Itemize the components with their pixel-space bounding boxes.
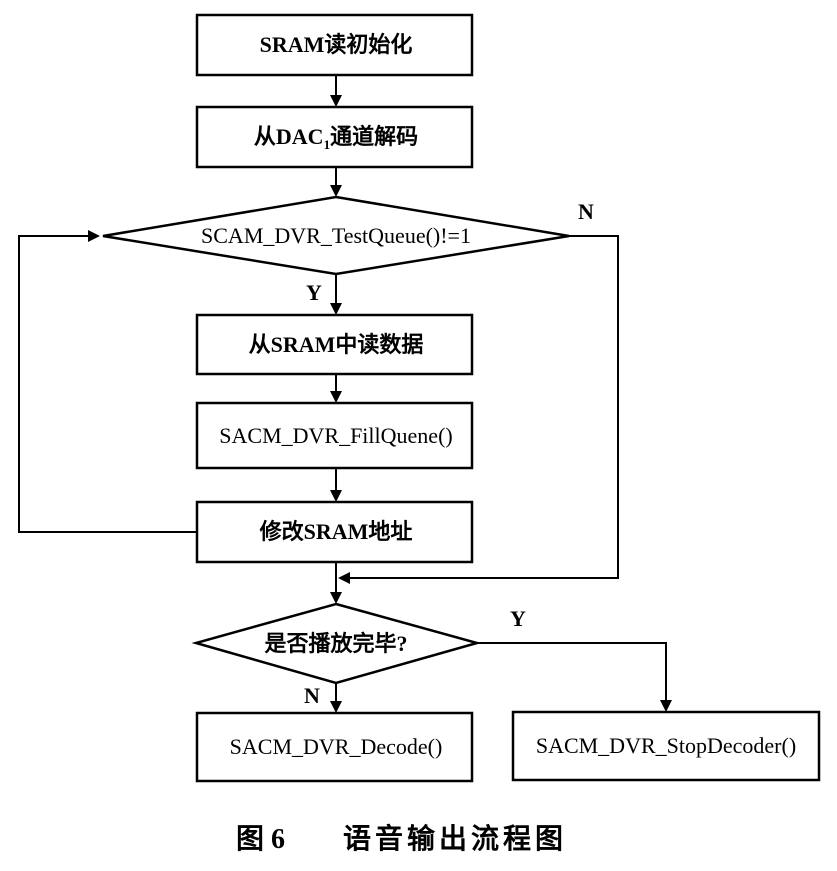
node-test-queue-label: SCAM_DVR_TestQueue()!=1 (201, 223, 471, 248)
node-modify-addr (195, 500, 474, 564)
caption-title: 语音输出流程图 (343, 822, 567, 855)
node-decode-label: SACM_DVR_Decode() (230, 734, 443, 759)
node-read-sram (195, 313, 474, 376)
edge-test-no (350, 235, 619, 579)
node-decode-dac-sub: 1 (324, 137, 331, 152)
arrowhead (330, 303, 342, 315)
edge-done-yes (477, 642, 667, 701)
node-read-sram-label: 从SRAM中读数据 (249, 332, 424, 357)
node-decode-dac-prefix: 从DAC (254, 124, 324, 149)
node-test-queue (102, 195, 570, 276)
node-decode-dac (195, 105, 474, 169)
node-sram-init-label: SRAM读初始化 (260, 32, 413, 57)
node-fill-queue (195, 401, 474, 470)
label-test-no: N (578, 199, 594, 224)
node-fill-queue-label: SACM_DVR_FillQuene() (219, 423, 452, 448)
node-decode-dac-label: 从DAC1通道解码 (254, 124, 418, 152)
node-decode (195, 711, 474, 783)
arrowhead (330, 592, 342, 604)
edge-loop-back (18, 235, 197, 533)
arrowhead (330, 490, 342, 502)
arrowhead (330, 185, 342, 197)
node-play-done-label: 是否播放完毕? (264, 631, 407, 656)
connectors (18, 75, 672, 713)
node-modify-addr-label: 修改SRAM地址 (259, 519, 413, 544)
arrowhead (660, 700, 672, 712)
arrowhead (338, 572, 350, 584)
arrowhead (88, 230, 100, 242)
node-stop-decoder-label: SACM_DVR_StopDecoder() (536, 733, 796, 758)
node-decode-dac-suffix: 通道解码 (330, 124, 418, 149)
label-done-yes: Y (510, 606, 526, 631)
label-test-yes: Y (306, 280, 322, 305)
label-done-no: N (304, 683, 320, 708)
arrowhead (330, 701, 342, 713)
caption-figure-number: 图 6 (236, 824, 285, 855)
node-play-done (191, 602, 482, 685)
arrowhead (330, 391, 342, 403)
node-sram-init (195, 13, 474, 77)
node-stop-decoder (511, 710, 821, 782)
arrowhead (330, 95, 342, 107)
